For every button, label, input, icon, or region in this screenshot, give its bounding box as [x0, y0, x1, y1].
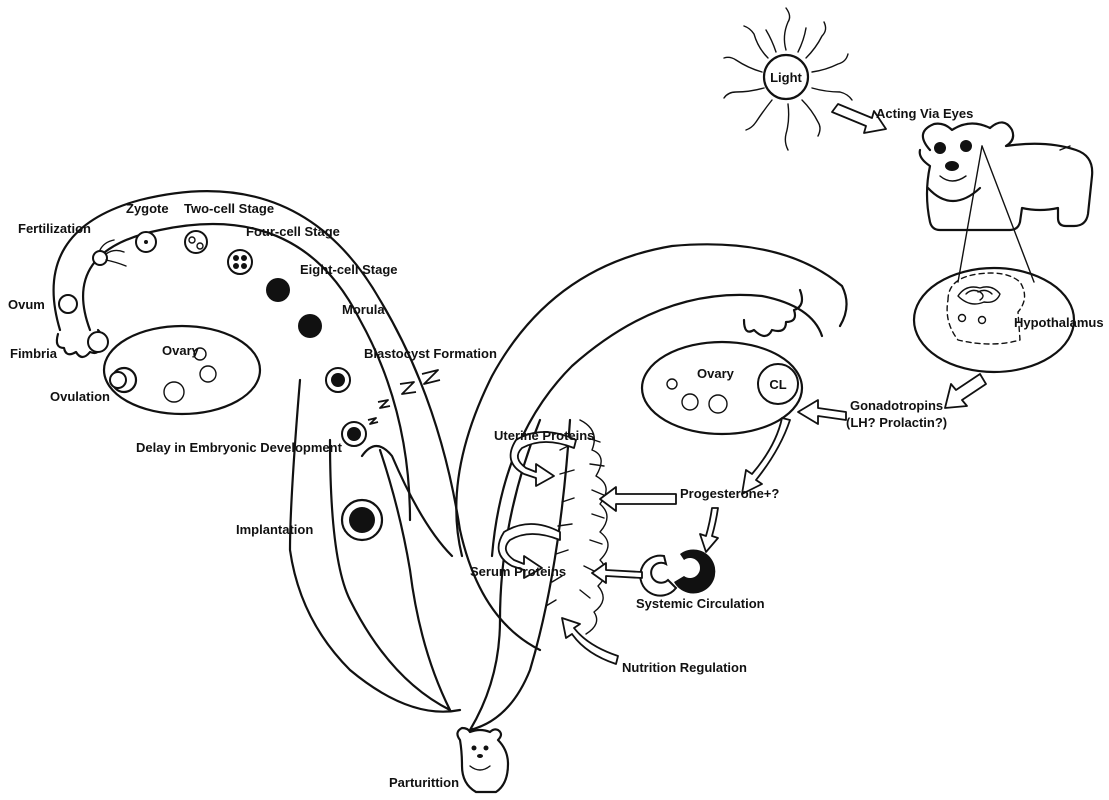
- bear-cub-icon: [457, 728, 508, 792]
- hypothalamus-arrow: [945, 374, 986, 408]
- implantation-label: Implantation: [236, 522, 313, 537]
- light-label: Light: [770, 70, 802, 85]
- nutrition-regulation-label: Nutrition Regulation: [622, 660, 747, 675]
- left-ovary: [104, 326, 260, 414]
- progesterone-systemic-arrow: [700, 508, 718, 552]
- parturition-label: Parturittion: [389, 775, 459, 790]
- hypothalamus-outline: [947, 273, 1024, 344]
- progesterone-label: Progesterone+?: [680, 486, 779, 501]
- systemic-arrow: [592, 563, 642, 583]
- systemic-circulation-label: Systemic Circulation: [636, 596, 765, 611]
- systemic-circulation-icon: [640, 549, 715, 595]
- gonadotropins-label-2: (LH? Prolactin?): [846, 415, 947, 430]
- acting-via-eyes-label: Acting Via Eyes: [876, 106, 973, 121]
- hypothalamus-label: Hypothalamus: [1014, 315, 1104, 330]
- uterine-proteins-label: Uterine Proteins: [494, 428, 594, 443]
- embryo-stages: [93, 231, 382, 540]
- eight-cell-stage-label: Eight-cell Stage: [300, 262, 398, 277]
- blastocyst-formation-label: Blastocyst Formation: [364, 346, 497, 361]
- right-fimbria: [744, 290, 802, 336]
- sleep-z-icon: [368, 370, 440, 424]
- eight-cell-stage-cell: [266, 278, 290, 302]
- endometrium-glands: [546, 420, 608, 634]
- morula-cell: [298, 314, 322, 338]
- fertilization-label: Fertilization: [18, 221, 91, 236]
- delay-label: Delay in Embryonic Development: [136, 440, 343, 455]
- ovary-right-label: Ovary: [697, 366, 735, 381]
- ovum-cell: [59, 295, 77, 313]
- right-oviduct-inner: [492, 295, 822, 556]
- fertilization-cell: [93, 251, 107, 265]
- ovulation-label: Ovulation: [50, 389, 110, 404]
- fimbria-ovum: [88, 332, 108, 352]
- ovum-label: Ovum: [8, 297, 45, 312]
- nutrition-arrow: [562, 618, 618, 664]
- cl-arrow: [742, 418, 790, 494]
- left-uterine-wall: [290, 380, 460, 712]
- serum-proteins-label: Serum Proteins: [470, 564, 566, 579]
- morula-label: Morula: [342, 302, 385, 317]
- two-cell-stage-label: Two-cell Stage: [184, 201, 274, 216]
- progesterone-uterus-arrow: [600, 487, 676, 511]
- four-cell-stage-label: Four-cell Stage: [246, 224, 340, 239]
- gonadotropins-label-1: Gonadotropins: [850, 398, 943, 413]
- fimbria-label: Fimbria: [10, 346, 58, 361]
- two-cell-stage-cell: [185, 231, 207, 253]
- cl-label: CL: [769, 377, 786, 392]
- bear-icon: [920, 122, 1092, 230]
- zygote-label: Zygote: [126, 201, 169, 216]
- four-cell-stage-cell: [228, 250, 252, 274]
- brain-icon: [958, 287, 1000, 304]
- gonadotropins-arrow: [798, 400, 846, 424]
